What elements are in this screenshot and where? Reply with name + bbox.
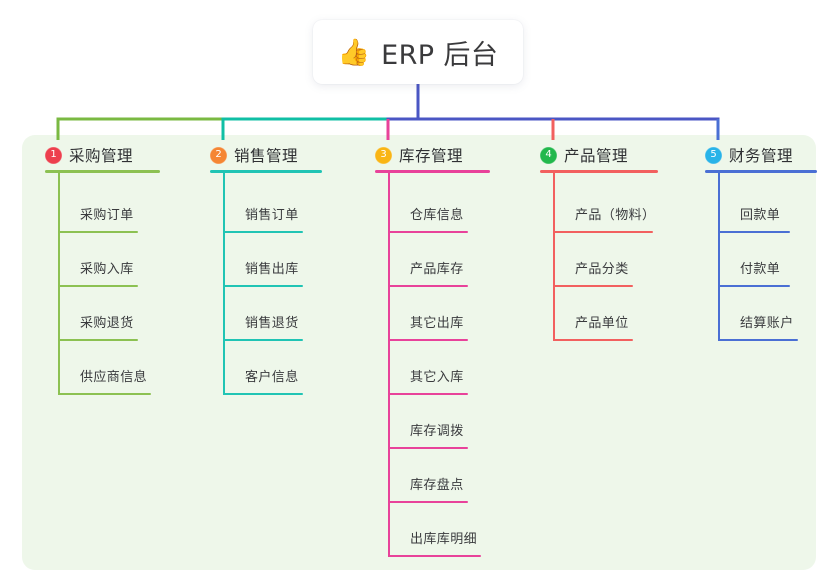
leaf-item[interactable]: 产品库存: [388, 246, 478, 300]
column-header-product[interactable]: 4 产品管理: [540, 144, 628, 166]
column-spine-sales: [223, 172, 225, 395]
leaf-rule: [718, 231, 790, 233]
column-spine-finance: [718, 172, 720, 341]
leaf-item[interactable]: 销售退货: [223, 300, 313, 354]
leaf-rule: [553, 285, 633, 287]
leaf-label: 供应商信息: [80, 370, 148, 385]
leaf-label: 销售出库: [245, 262, 299, 277]
leaf-rule: [553, 339, 633, 341]
leaf-item[interactable]: 产品（物料）: [553, 192, 663, 246]
column-title-product: 产品管理: [564, 147, 629, 165]
leaf-label: 付款单: [740, 262, 781, 277]
leaf-label: 产品库存: [410, 262, 464, 277]
root-node-label: ERP 后台: [381, 39, 499, 71]
leaf-item[interactable]: 供应商信息: [58, 354, 161, 408]
root-node[interactable]: 👍 ERP 后台: [313, 20, 523, 84]
leaf-item[interactable]: 仓库信息: [388, 192, 478, 246]
leaf-rule: [388, 393, 468, 395]
leaf-item[interactable]: 库存调拨: [388, 408, 478, 462]
leaf-item[interactable]: 采购退货: [58, 300, 148, 354]
leaf-label: 产品分类: [575, 262, 629, 277]
column-header-inventory[interactable]: 3 库存管理: [375, 144, 463, 166]
leaf-item[interactable]: 销售出库: [223, 246, 313, 300]
leaf-label: 采购订单: [80, 208, 134, 223]
leaf-rule: [388, 447, 468, 449]
column-rule-finance: [705, 170, 817, 173]
leaf-rule: [58, 285, 138, 287]
diagram-canvas: [22, 135, 816, 570]
column-rule-sales: [210, 170, 322, 173]
column-title-purchase: 采购管理: [69, 147, 134, 165]
leaf-item[interactable]: 客户信息: [223, 354, 313, 408]
column-title-sales: 销售管理: [234, 147, 299, 165]
leaf-label: 出库库明细: [410, 532, 478, 547]
leaf-rule: [223, 393, 303, 395]
leaf-rule: [718, 285, 790, 287]
leaf-item[interactable]: 出库库明细: [388, 516, 491, 570]
badge-number-purchase: 1: [45, 146, 62, 164]
leaf-rule: [58, 231, 138, 233]
leaf-label: 产品（物料）: [575, 208, 656, 223]
leaf-label: 结算账户: [740, 316, 794, 331]
column-header-finance[interactable]: 5 财务管理: [705, 144, 793, 166]
leaf-item[interactable]: 回款单: [718, 192, 800, 246]
leaf-rule: [388, 285, 468, 287]
leaf-rule: [388, 501, 468, 503]
column-spine-product: [553, 172, 555, 341]
leaf-item[interactable]: 销售订单: [223, 192, 313, 246]
column-rule-inventory: [375, 170, 490, 173]
column-header-sales[interactable]: 2 销售管理: [210, 144, 298, 166]
leaf-item[interactable]: 产品单位: [553, 300, 643, 354]
column-rule-purchase: [45, 170, 160, 173]
leaf-rule: [388, 231, 468, 233]
badge-number-sales: 2: [210, 146, 227, 164]
column-title-inventory: 库存管理: [399, 147, 464, 165]
leaf-rule: [58, 339, 138, 341]
leaf-label: 库存盘点: [410, 478, 464, 493]
thumbs-up-icon: 👍: [337, 37, 371, 67]
leaf-label: 销售订单: [245, 208, 299, 223]
leaf-label: 其它入库: [410, 370, 464, 385]
badge-number-product: 4: [540, 146, 557, 164]
leaf-label: 仓库信息: [410, 208, 464, 223]
leaf-label: 其它出库: [410, 316, 464, 331]
column-spine-inventory: [388, 172, 390, 557]
leaf-item[interactable]: 其它出库: [388, 300, 478, 354]
leaf-item[interactable]: 库存盘点: [388, 462, 478, 516]
column-rule-product: [540, 170, 658, 173]
leaf-label: 客户信息: [245, 370, 299, 385]
leaf-label: 产品单位: [575, 316, 629, 331]
leaf-rule: [718, 339, 798, 341]
leaf-label: 采购退货: [80, 316, 134, 331]
leaf-label: 库存调拨: [410, 424, 464, 439]
column-spine-purchase: [58, 172, 60, 395]
leaf-item[interactable]: 结算账户: [718, 300, 808, 354]
leaf-rule: [223, 285, 303, 287]
leaf-item[interactable]: 产品分类: [553, 246, 643, 300]
leaf-rule: [58, 393, 151, 395]
leaf-rule: [388, 555, 481, 557]
leaf-label: 回款单: [740, 208, 781, 223]
leaf-label: 采购入库: [80, 262, 134, 277]
leaf-item[interactable]: 采购入库: [58, 246, 148, 300]
column-header-purchase[interactable]: 1 采购管理: [45, 144, 133, 166]
leaf-label: 销售退货: [245, 316, 299, 331]
badge-number-finance: 5: [705, 146, 722, 164]
leaf-rule: [223, 231, 303, 233]
badge-number-inventory: 3: [375, 146, 392, 164]
leaf-item[interactable]: 付款单: [718, 246, 800, 300]
root-node-content: 👍 ERP 后台: [338, 33, 498, 72]
leaf-item[interactable]: 其它入库: [388, 354, 478, 408]
leaf-item[interactable]: 采购订单: [58, 192, 148, 246]
column-title-finance: 财务管理: [729, 147, 794, 165]
leaf-rule: [223, 339, 303, 341]
leaf-rule: [388, 339, 468, 341]
leaf-rule: [553, 231, 653, 233]
